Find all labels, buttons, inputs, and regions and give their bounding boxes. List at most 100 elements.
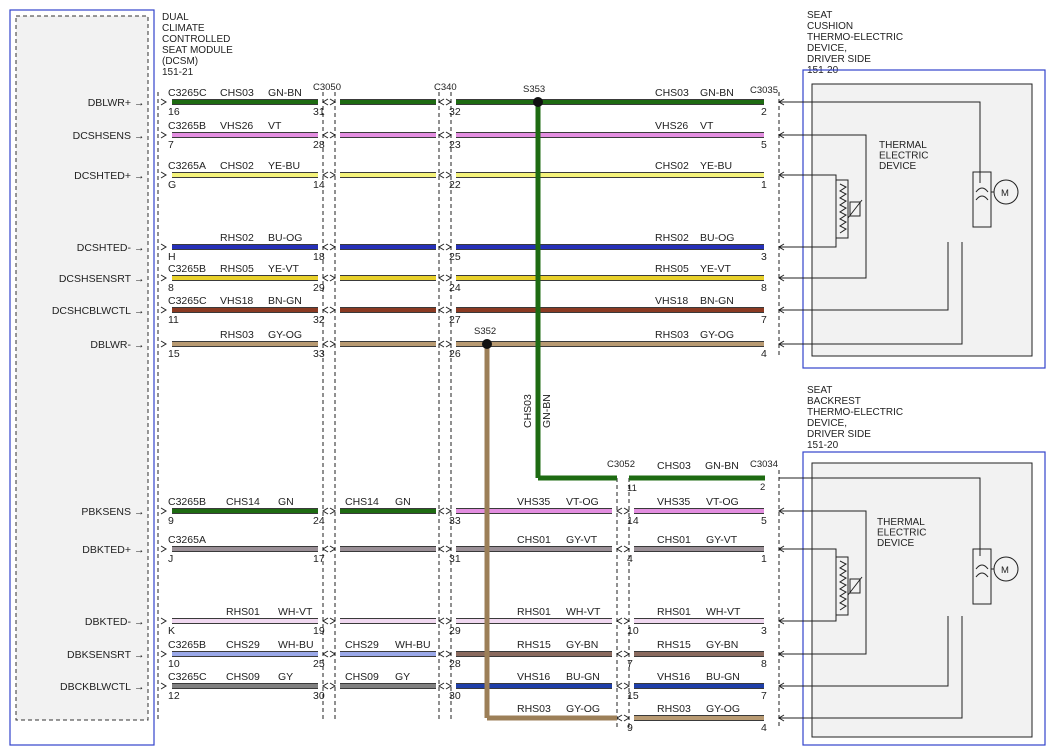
wire-top-5-circuit-b: VHS18 (655, 295, 688, 307)
wire-bottom-5-circuit-c: RHS03 (657, 703, 691, 715)
connector-arrow (160, 131, 167, 139)
connector-arrow (329, 243, 336, 251)
wire-bottom-4-pin-c3052: 15 (627, 690, 639, 702)
backrest-device-label-line: THERMAL (877, 517, 925, 528)
connector-arrow (329, 507, 336, 515)
wire-bottom-0-circuit-b: VHS35 (517, 496, 550, 508)
heater-element (835, 179, 849, 239)
connector-arrow (160, 243, 167, 251)
dcsm-pin-arrow: → (134, 339, 145, 351)
wire-top-4-connector: C3265B (168, 263, 206, 275)
device-wire-2 (779, 238, 837, 248)
connector-arrow (438, 340, 445, 348)
wire-bottom-1-pin-c3052: 4 (627, 553, 633, 565)
wire-bottom-0-pin-c3034: 5 (761, 515, 767, 527)
wire-top-3-pin-c340: 25 (449, 251, 461, 263)
wire-top-2-circuit-b: CHS02 (655, 160, 689, 172)
connector-arrow (322, 340, 329, 348)
blower-control (972, 548, 992, 605)
wire-bottom-3-pin-module: 10 (168, 658, 180, 670)
blower-sensor-symbol (975, 564, 989, 578)
backrest-device-label-line: DEVICE (877, 538, 915, 549)
connector-arrow (329, 98, 336, 106)
wire-bottom-2-circuit-a: RHS01 (226, 606, 260, 618)
wire-top-3-pin-c3050: 18 (313, 251, 325, 263)
cushion-title-line: DRIVER SIDE (807, 54, 871, 65)
connector-c3034: C3034 (750, 459, 778, 470)
connector-arrow (160, 650, 167, 658)
wire-bottom-5-color-c: GY-OG (706, 703, 740, 715)
wire-bottom-4-circuit-c: VHS16 (657, 671, 690, 683)
connector-arrow (623, 682, 630, 690)
dcsm-title-line: (DCSM) (162, 56, 198, 67)
splice-s352-dot (482, 339, 492, 349)
wire-bottom-2-color-b: WH-VT (566, 606, 601, 618)
wire-top-5-connector: C3265C (168, 295, 207, 307)
connector-arrow (322, 98, 329, 106)
wire-top-0-pin-c3035: 2 (761, 106, 767, 118)
dcsm-pin-arrow: → (134, 305, 145, 317)
wire-top-5-color-a: BN-GN (268, 295, 302, 307)
backrest-device-label-line: ELECTRIC (877, 528, 926, 539)
wire-bottom-3-pin-c3034: 8 (761, 658, 767, 670)
wire-bottom-0-circuit-mid: CHS14 (345, 496, 379, 508)
device-wire-0 (779, 510, 867, 655)
wire-bottom-0-circuit-c: VHS35 (657, 496, 690, 508)
blower-sensor-symbol (975, 187, 989, 201)
dcsm-title-line: DUAL (162, 12, 189, 23)
wire-bottom-0-circuit-a: CHS14 (226, 496, 260, 508)
wire-top-0-color-b: GN-BN (700, 87, 734, 99)
splice-s353-dot (533, 97, 543, 107)
c3052-chs03-circuit: CHS03 (657, 460, 691, 472)
connector-arrow (322, 131, 329, 139)
dcsm-pin-dcshsens: DCSHSENS (73, 130, 131, 142)
connector-arrow (160, 171, 167, 179)
wire-top-1-connector: C3265B (168, 120, 206, 132)
motor-label: M (1001, 188, 1009, 199)
dcsm-title-line: SEAT MODULE (162, 45, 233, 56)
wire-top-2-connector: C3265A (168, 160, 206, 172)
wire-top-2-pin-c3050: 14 (313, 179, 325, 191)
wire-top-4-pin-c3050: 29 (313, 282, 325, 294)
wire-top-6-color-b: GY-OG (700, 329, 734, 341)
dcsm-pin-dcshted+: DCSHTED+ (74, 170, 131, 182)
dcsm-pin-dbkted+: DBKTED+ (82, 544, 131, 556)
wire-top-0-pin-c3050: 31 (313, 106, 325, 118)
connector-arrow (160, 340, 167, 348)
wire-bottom-3-color-mid: WH-BU (395, 639, 431, 651)
connector-arrow (623, 650, 630, 658)
connector-arrow (160, 507, 167, 515)
backrest-internal-wiring: M (779, 477, 1019, 719)
cushion-device-label-line: DEVICE (879, 161, 917, 172)
wire-top-1-circuit-a: VHS26 (220, 120, 253, 132)
connector-arrow (160, 545, 167, 553)
wire-bottom-0-color-mid: GN (395, 496, 411, 508)
connector-arrow (616, 545, 623, 553)
device-wire-5 (779, 477, 981, 556)
backrest-title-line: DRIVER SIDE (807, 429, 871, 440)
dcsm-title-line: CONTROLLED (162, 34, 230, 45)
wire-top-4-color-a: YE-VT (268, 263, 300, 275)
connector-arrow (445, 507, 452, 515)
connector-arrow (329, 274, 336, 282)
wire-bottom-1-color-c: GY-VT (706, 534, 738, 546)
wire-top-3-circuit-a: RHS02 (220, 232, 254, 244)
cushion-outer-box (802, 69, 1046, 369)
connector-arrow (322, 682, 329, 690)
dcsm-module-inner (15, 15, 149, 721)
connector-arrow (322, 507, 329, 515)
wire-top-6-circuit-a: RHS03 (220, 329, 254, 341)
connector-arrow (445, 171, 452, 179)
wire-top-6-circuit-b: RHS03 (655, 329, 689, 341)
wire-bottom-2-color-c: WH-VT (706, 606, 741, 618)
dcsm-pin-arrow: → (134, 544, 145, 556)
dcsm-pin-arrow: → (134, 130, 145, 142)
connector-arrow (329, 131, 336, 139)
connector-arrow (160, 682, 167, 690)
connector-arrow (616, 650, 623, 658)
device-wire-3 (779, 242, 949, 311)
connector-arrow (438, 171, 445, 179)
